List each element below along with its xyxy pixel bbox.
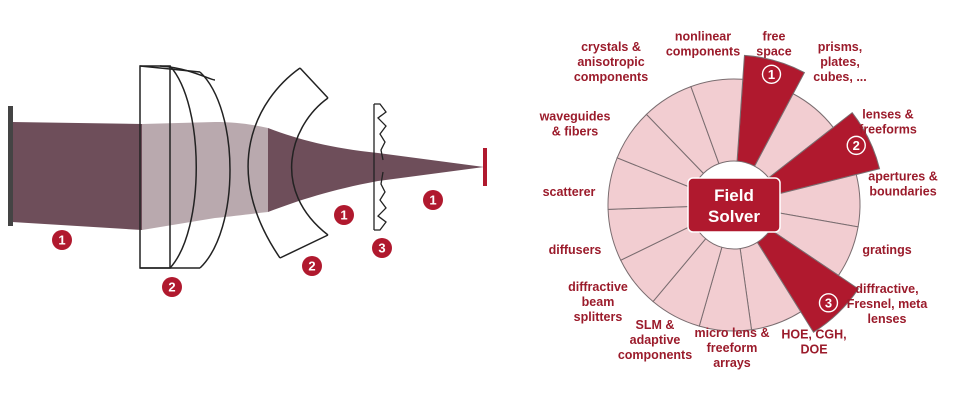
optics-marker-2: 2 [162, 277, 182, 297]
highlighted-segment [736, 54, 806, 167]
light-beam-through-lens [142, 122, 268, 230]
segment-label-line: anisotropic [577, 55, 644, 69]
marker-number: 1 [429, 193, 436, 208]
segment-badge-number: 3 [825, 295, 832, 310]
marker-number: 1 [340, 208, 347, 223]
segment-label-line: plates, [820, 55, 860, 69]
segment-wedge [690, 78, 744, 165]
segment-badge-number: 1 [768, 67, 775, 82]
meniscus-lens [247, 67, 329, 259]
segment-label-line: diffractive, [855, 282, 918, 296]
segment-label-line: cubes, ... [813, 70, 867, 84]
field-solver-label-line1: Field [714, 186, 754, 205]
segment-label-line: lenses & [862, 108, 913, 122]
segment-label-line: components [618, 348, 692, 362]
segment-label-line: & fibers [552, 125, 599, 139]
segment-label-line: freeforms [859, 123, 917, 137]
marker-number: 3 [378, 241, 385, 256]
segment-label-line: lenses [868, 312, 907, 326]
segment-badge-circle [818, 293, 839, 313]
segment-label-line: apertures & [868, 170, 937, 184]
marker-circle [334, 205, 354, 225]
marker-number: 1 [58, 233, 65, 248]
segment-badge-number: 2 [853, 138, 860, 153]
segment-label-line: space [756, 45, 791, 59]
segment-label-line: free [763, 30, 786, 44]
segment-label-line: scatterer [543, 185, 596, 199]
segment-label-13: waveguides& fibers [539, 110, 611, 139]
wheel-segment-1: 1 [736, 54, 806, 167]
segment-label-7: HOE, CGH,DOE [781, 328, 846, 357]
wheel-segment-6: 3 [756, 228, 860, 333]
marker-number: 2 [308, 259, 315, 274]
segment-label-12: scatterer [543, 185, 596, 199]
segment-label-line: adaptive [630, 333, 681, 347]
segment-label-line: prisms, [818, 40, 862, 54]
marker-circle [423, 190, 443, 210]
segment-label-line: DOE [800, 343, 827, 357]
field-solver-background [687, 177, 781, 233]
marker-number: 2 [168, 280, 175, 295]
detector [483, 148, 487, 186]
segment-label-11: diffusers [549, 243, 602, 257]
segment-label-line: boundaries [869, 185, 936, 199]
optics-marker-6: 1 [423, 190, 443, 210]
segment-label-line: diffractive [568, 280, 628, 294]
segment-label-line: components [666, 45, 740, 59]
segment-label-line: beam [582, 295, 615, 309]
optics-marker-1: 1 [52, 230, 72, 250]
segment-label-4: apertures &boundaries [868, 170, 937, 199]
marker-circle [162, 277, 182, 297]
segment-label-line: SLM & [636, 318, 675, 332]
segment-label-line: Fresnel, meta [847, 297, 929, 311]
light-beam-converging [268, 128, 484, 212]
segment-label-line: waveguides [539, 110, 611, 124]
segment-label-line: HOE, CGH, [781, 328, 846, 342]
optics-marker-4: 1 [334, 205, 354, 225]
segment-label-line: nonlinear [675, 30, 731, 44]
segment-label-line: splitters [574, 310, 623, 324]
segment-badge-circle [846, 135, 866, 156]
field-solver-box: Field Solver [687, 177, 781, 233]
segment-label-3: lenses &freeforms [859, 108, 917, 137]
segment-label-line: diffusers [549, 243, 602, 257]
segment-label-line: crystals & [581, 40, 641, 54]
light-source [8, 106, 13, 226]
segment-label-line: freeform [707, 341, 758, 355]
segment-label-line: arrays [713, 356, 751, 370]
segment-label-line: gratings [862, 243, 911, 257]
segment-label-2: prisms,plates,cubes, ... [813, 40, 867, 84]
optical-setup: 1 2 2 1 3 1 [8, 65, 487, 297]
doublet-lens [139, 65, 231, 269]
wheel-segment-15 [690, 78, 744, 165]
marker-circle [302, 256, 322, 276]
highlighted-segment [756, 228, 860, 333]
segment-label-line: micro lens & [694, 326, 769, 340]
marker-circle [372, 238, 392, 258]
optics-marker-5: 3 [372, 238, 392, 258]
marker-circle [52, 230, 72, 250]
segment-label-5: gratings [862, 243, 911, 257]
segment-label-line: components [574, 70, 648, 84]
optics-marker-3: 2 [302, 256, 322, 276]
field-solver-label-line2: Solver [708, 207, 760, 226]
fresnel-element [373, 103, 387, 231]
light-beam-incoming [12, 122, 142, 230]
segment-badge-circle [761, 64, 782, 84]
